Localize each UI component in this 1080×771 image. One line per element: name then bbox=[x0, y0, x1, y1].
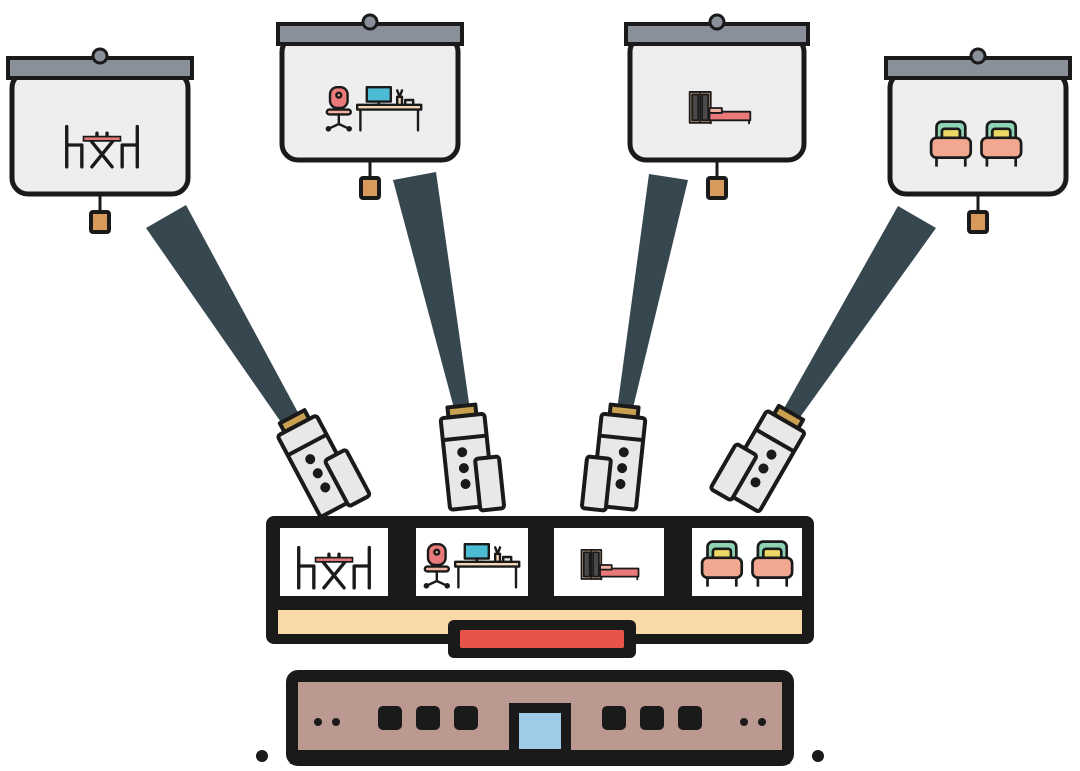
beam-living bbox=[782, 206, 936, 420]
projector-living bbox=[708, 394, 813, 518]
console-panel-bedroom bbox=[554, 528, 664, 596]
base-window bbox=[509, 703, 571, 759]
display-console bbox=[266, 516, 814, 658]
light-beams bbox=[146, 172, 936, 428]
beam-bedroom bbox=[617, 174, 688, 412]
projector-office bbox=[437, 400, 507, 516]
projector-bedroom bbox=[579, 400, 649, 516]
projectors bbox=[273, 394, 813, 521]
beam-office bbox=[393, 172, 470, 412]
pull-tab bbox=[706, 176, 728, 200]
console-panel-office bbox=[416, 528, 528, 596]
pull-tab bbox=[967, 210, 989, 234]
pull-tab bbox=[89, 210, 111, 234]
screen-office bbox=[276, 13, 464, 200]
screen-living bbox=[884, 47, 1072, 234]
screen-dining bbox=[6, 47, 194, 234]
console-panel-living bbox=[692, 528, 802, 596]
console-panel-dining bbox=[280, 528, 388, 596]
pull-tab bbox=[359, 176, 381, 200]
projector-dining bbox=[273, 402, 370, 521]
base-stage bbox=[256, 670, 824, 766]
screen-bedroom bbox=[624, 13, 810, 200]
beam-dining bbox=[146, 205, 302, 428]
